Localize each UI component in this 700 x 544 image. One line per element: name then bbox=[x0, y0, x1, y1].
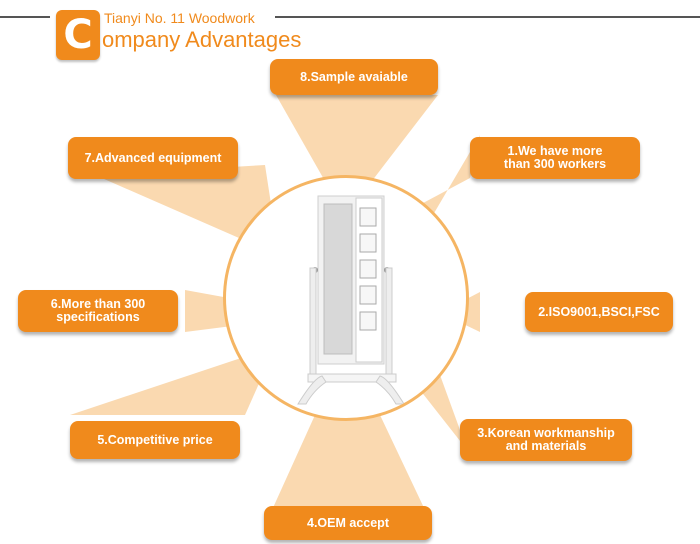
company-name: Tianyi No. 11 Woodwork bbox=[104, 10, 255, 26]
advantage-5: 5.Competitive price bbox=[70, 421, 240, 459]
ray-5 bbox=[70, 355, 265, 415]
ray-4 bbox=[272, 415, 425, 510]
c-badge: C bbox=[56, 10, 100, 60]
advantage-7: 7.Advanced equipment bbox=[68, 137, 238, 179]
page-title: ompany Advantages bbox=[102, 27, 302, 52]
ray-8 bbox=[276, 95, 438, 190]
badge-letter: C bbox=[63, 12, 93, 58]
advantage-3: 3.Korean workmanship and materials bbox=[460, 419, 632, 461]
advantage-4: 4.OEM accept bbox=[264, 506, 432, 540]
advantage-8: 8.Sample avaiable bbox=[270, 59, 438, 95]
product-photo-circle bbox=[223, 175, 469, 421]
header-line-right bbox=[275, 16, 700, 18]
ray-7 bbox=[95, 165, 275, 245]
armoire-image bbox=[297, 195, 405, 405]
advantage-1: 1.We have more than 300 workers bbox=[470, 137, 640, 179]
advantage-2: 2.ISO9001,BSCI,FSC bbox=[525, 292, 673, 332]
advantage-6: 6.More than 300 specifications bbox=[18, 290, 178, 332]
header-line-left bbox=[0, 16, 50, 18]
